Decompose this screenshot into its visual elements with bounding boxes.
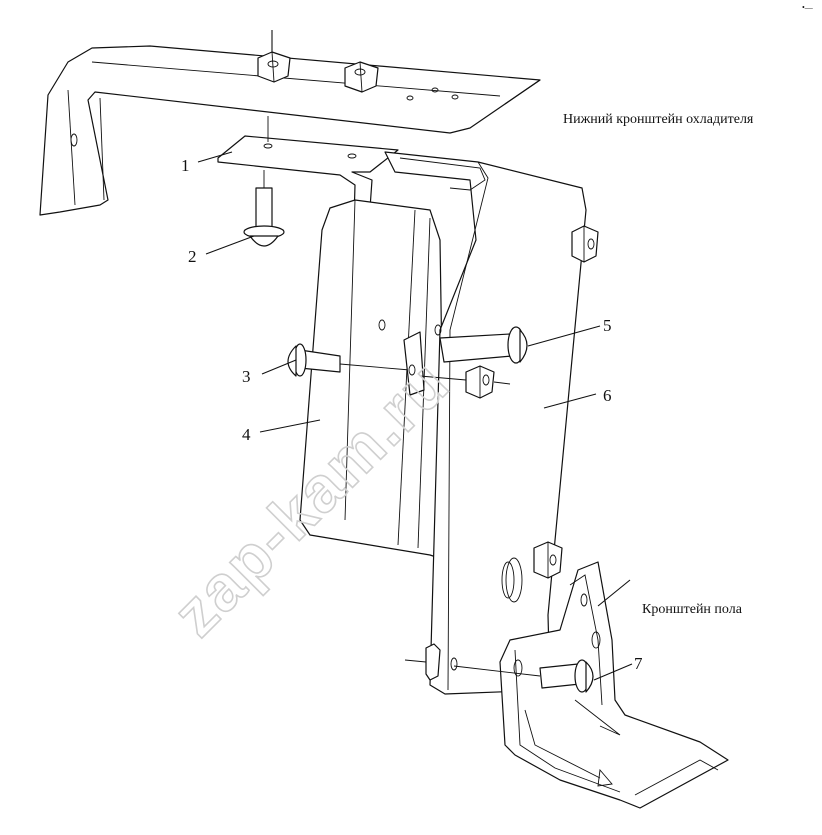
callout-3: 3 xyxy=(242,367,251,386)
callout-7: 7 xyxy=(634,654,643,673)
callout-5: 5 xyxy=(603,316,612,335)
callout-4: 4 xyxy=(242,425,251,444)
callout-numbers: 1 2 3 4 5 6 7 xyxy=(181,156,643,673)
lower-cooler-bracket-part xyxy=(39,30,541,216)
callout-6: 6 xyxy=(603,386,612,405)
caption-lower-cooler-bracket: Нижний кронштейн охладителя xyxy=(563,112,754,127)
leader-lines xyxy=(197,151,633,681)
callout-1: 1 xyxy=(181,156,190,175)
part-3-bolt xyxy=(287,331,425,396)
part-6-main-plate xyxy=(378,151,599,695)
caption-floor-bracket: Кронштейн пола xyxy=(642,602,743,617)
part-2-bolt xyxy=(243,170,285,247)
part-7-bolt xyxy=(453,659,594,693)
part-4-plate xyxy=(299,199,446,561)
corner-mark: •— xyxy=(802,3,814,12)
callout-2: 2 xyxy=(188,247,197,266)
part-5-nut-bolt xyxy=(419,326,528,399)
floor-bracket-part xyxy=(499,561,729,809)
